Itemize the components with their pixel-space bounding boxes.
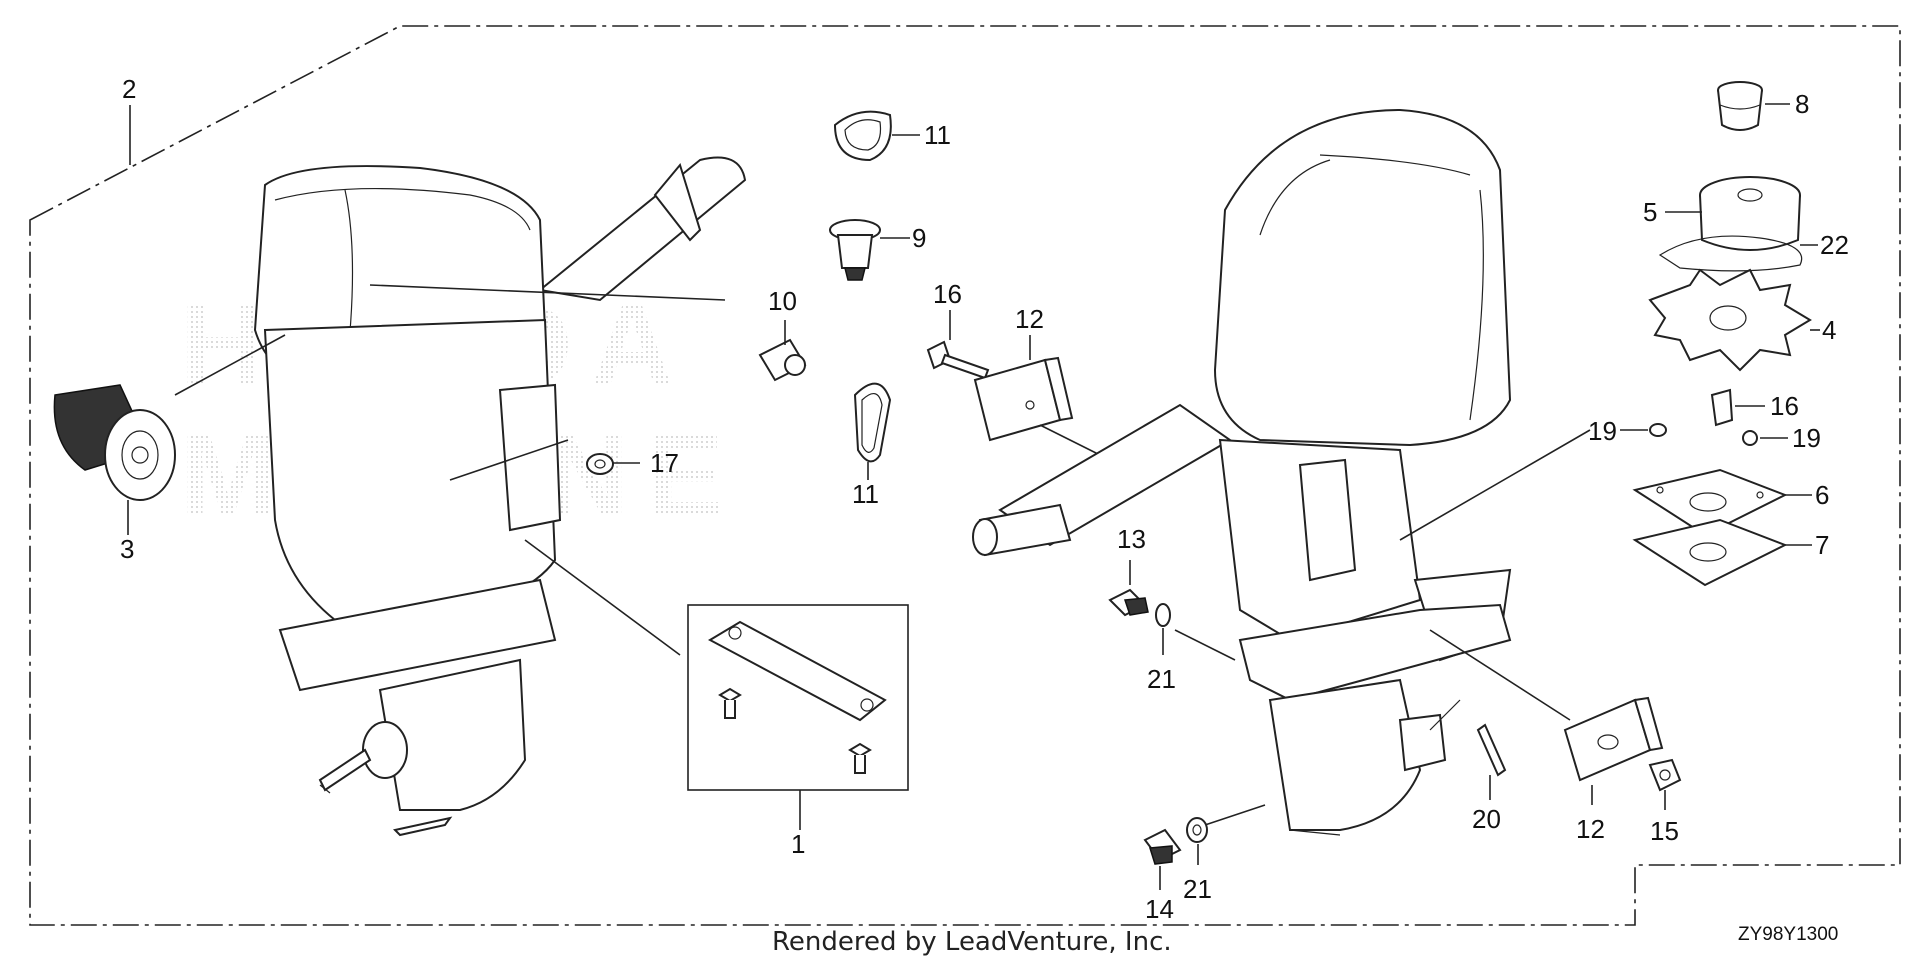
washer-17 [586, 453, 614, 475]
leader-12b [1429, 629, 1571, 721]
leader-17 [449, 439, 569, 481]
callout-11-bottom[interactable]: 11 [852, 479, 879, 509]
kit-boundary-dashed [29, 25, 1901, 926]
anode-kit-box [687, 604, 909, 791]
callout-13[interactable]: 13 [1117, 524, 1146, 554]
leader-21a [1174, 629, 1236, 661]
drain-plug-14 [1143, 828, 1182, 865]
callout-18[interactable]: 16 [1770, 391, 1799, 421]
callout-2[interactable]: 2 [122, 74, 136, 104]
leader-engine-left-2 [369, 284, 726, 301]
cotter-pin-20 [1476, 723, 1507, 777]
thermostat-gasket-lower [853, 382, 892, 463]
callout-21-top[interactable]: 21 [1147, 664, 1176, 694]
washer-21-top [1155, 603, 1171, 627]
callout-19-right[interactable]: 19 [1792, 423, 1821, 453]
dowel-pin-19b [1742, 430, 1758, 446]
drain-plug-13 [1108, 588, 1149, 617]
leader-12a-2 [1039, 424, 1101, 456]
leader-1 [524, 539, 681, 656]
callout-16[interactable]: 16 [933, 279, 962, 309]
leader-21b [1204, 804, 1266, 826]
impeller-4 [1648, 268, 1812, 372]
fitting-10 [758, 338, 807, 382]
callout-12-bottom[interactable]: 12 [1576, 814, 1605, 844]
anode-kit [707, 620, 887, 774]
callout-6[interactable]: 6 [1815, 480, 1829, 510]
callout-22[interactable]: 22 [1820, 230, 1849, 260]
callout-5[interactable]: 5 [1643, 197, 1657, 227]
washer-21-bottom [1186, 817, 1208, 843]
dowel-pin-19a [1649, 423, 1667, 437]
callout-10[interactable]: 10 [768, 286, 797, 316]
callout-4[interactable]: 4 [1822, 315, 1836, 345]
block-12-bottom [1563, 696, 1664, 782]
callout-11-top[interactable]: 11 [924, 120, 951, 150]
callout-12-top[interactable]: 12 [1015, 304, 1044, 334]
callout-7[interactable]: 7 [1815, 530, 1829, 560]
callout-17[interactable]: 17 [650, 448, 679, 478]
callout-3[interactable]: 3 [120, 534, 134, 564]
pump-gasket-22 [1658, 235, 1803, 272]
right-outboard-engine [972, 108, 1512, 836]
left-outboard-engine [253, 156, 747, 837]
callout-15[interactable]: 15 [1650, 816, 1679, 846]
thermostat-gasket-top [833, 110, 892, 162]
leader-engine-left-1 [174, 334, 286, 396]
bolt-16 [926, 340, 990, 380]
water-pump-housing-5 [1699, 176, 1801, 251]
callout-20[interactable]: 20 [1472, 804, 1501, 834]
grommet-8 [1717, 81, 1763, 131]
callout-19-left[interactable]: 19 [1588, 416, 1617, 446]
oil-filter [53, 384, 176, 501]
callout-8[interactable]: 8 [1795, 89, 1809, 119]
nut-15 [1648, 758, 1682, 792]
callout-9[interactable]: 9 [912, 223, 926, 253]
callout-1[interactable]: 1 [791, 829, 805, 859]
thermostat [829, 219, 881, 281]
leader-engine-right [1399, 429, 1591, 541]
callout-21-bottom[interactable]: 21 [1183, 874, 1212, 904]
block-12-top [973, 356, 1074, 442]
diagram-code: ZY98Y1300 [1738, 924, 1838, 945]
impeller-key-18 [1710, 388, 1734, 427]
footer-credit: Rendered by LeadVenture, Inc. [772, 927, 1172, 957]
callout-14[interactable]: 14 [1145, 894, 1174, 924]
plate-gasket-7 [1632, 518, 1788, 587]
